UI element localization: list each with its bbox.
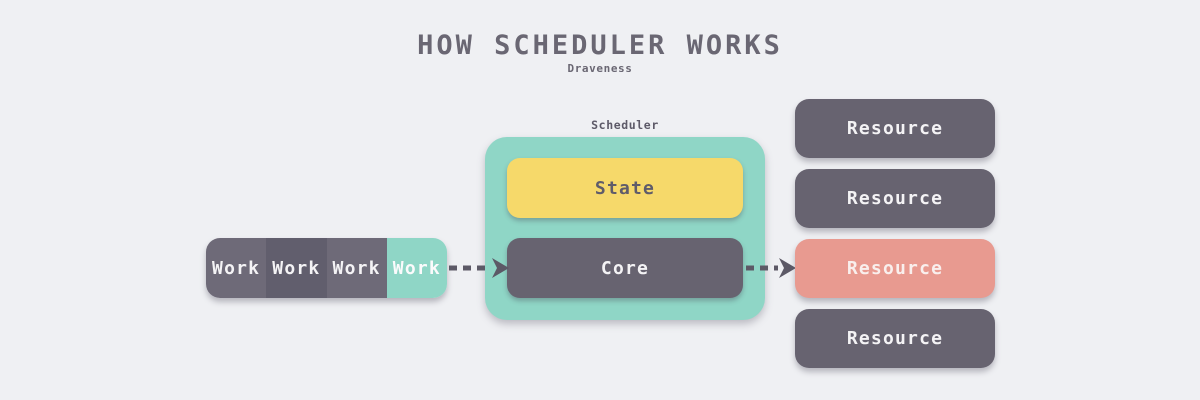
arrowhead-icon xyxy=(492,258,509,278)
resource-item: Resource xyxy=(795,99,995,158)
diagram-subtitle: Draveness xyxy=(567,62,633,75)
work-to-scheduler-arrow-icon xyxy=(449,258,509,278)
resource-item: Resource xyxy=(795,169,995,228)
scheduler-state-box: State xyxy=(507,158,743,218)
work-item: Work xyxy=(206,238,267,298)
work-queue: Work Work Work Work xyxy=(206,238,447,298)
scheduler-container: State Core xyxy=(485,137,765,320)
arrowhead-icon xyxy=(779,258,796,278)
scheduler-label: Scheduler xyxy=(591,118,659,132)
resource-item: Resource xyxy=(795,309,995,368)
diagram-title: HOW SCHEDULER WORKS xyxy=(417,30,783,61)
core-to-resource-arrow-icon xyxy=(746,258,796,278)
work-item: Work xyxy=(326,238,387,298)
work-item: Work xyxy=(386,238,447,298)
resource-item-active: Resource xyxy=(795,239,995,298)
scheduler-core-box: Core xyxy=(507,238,743,298)
work-item: Work xyxy=(266,238,327,298)
